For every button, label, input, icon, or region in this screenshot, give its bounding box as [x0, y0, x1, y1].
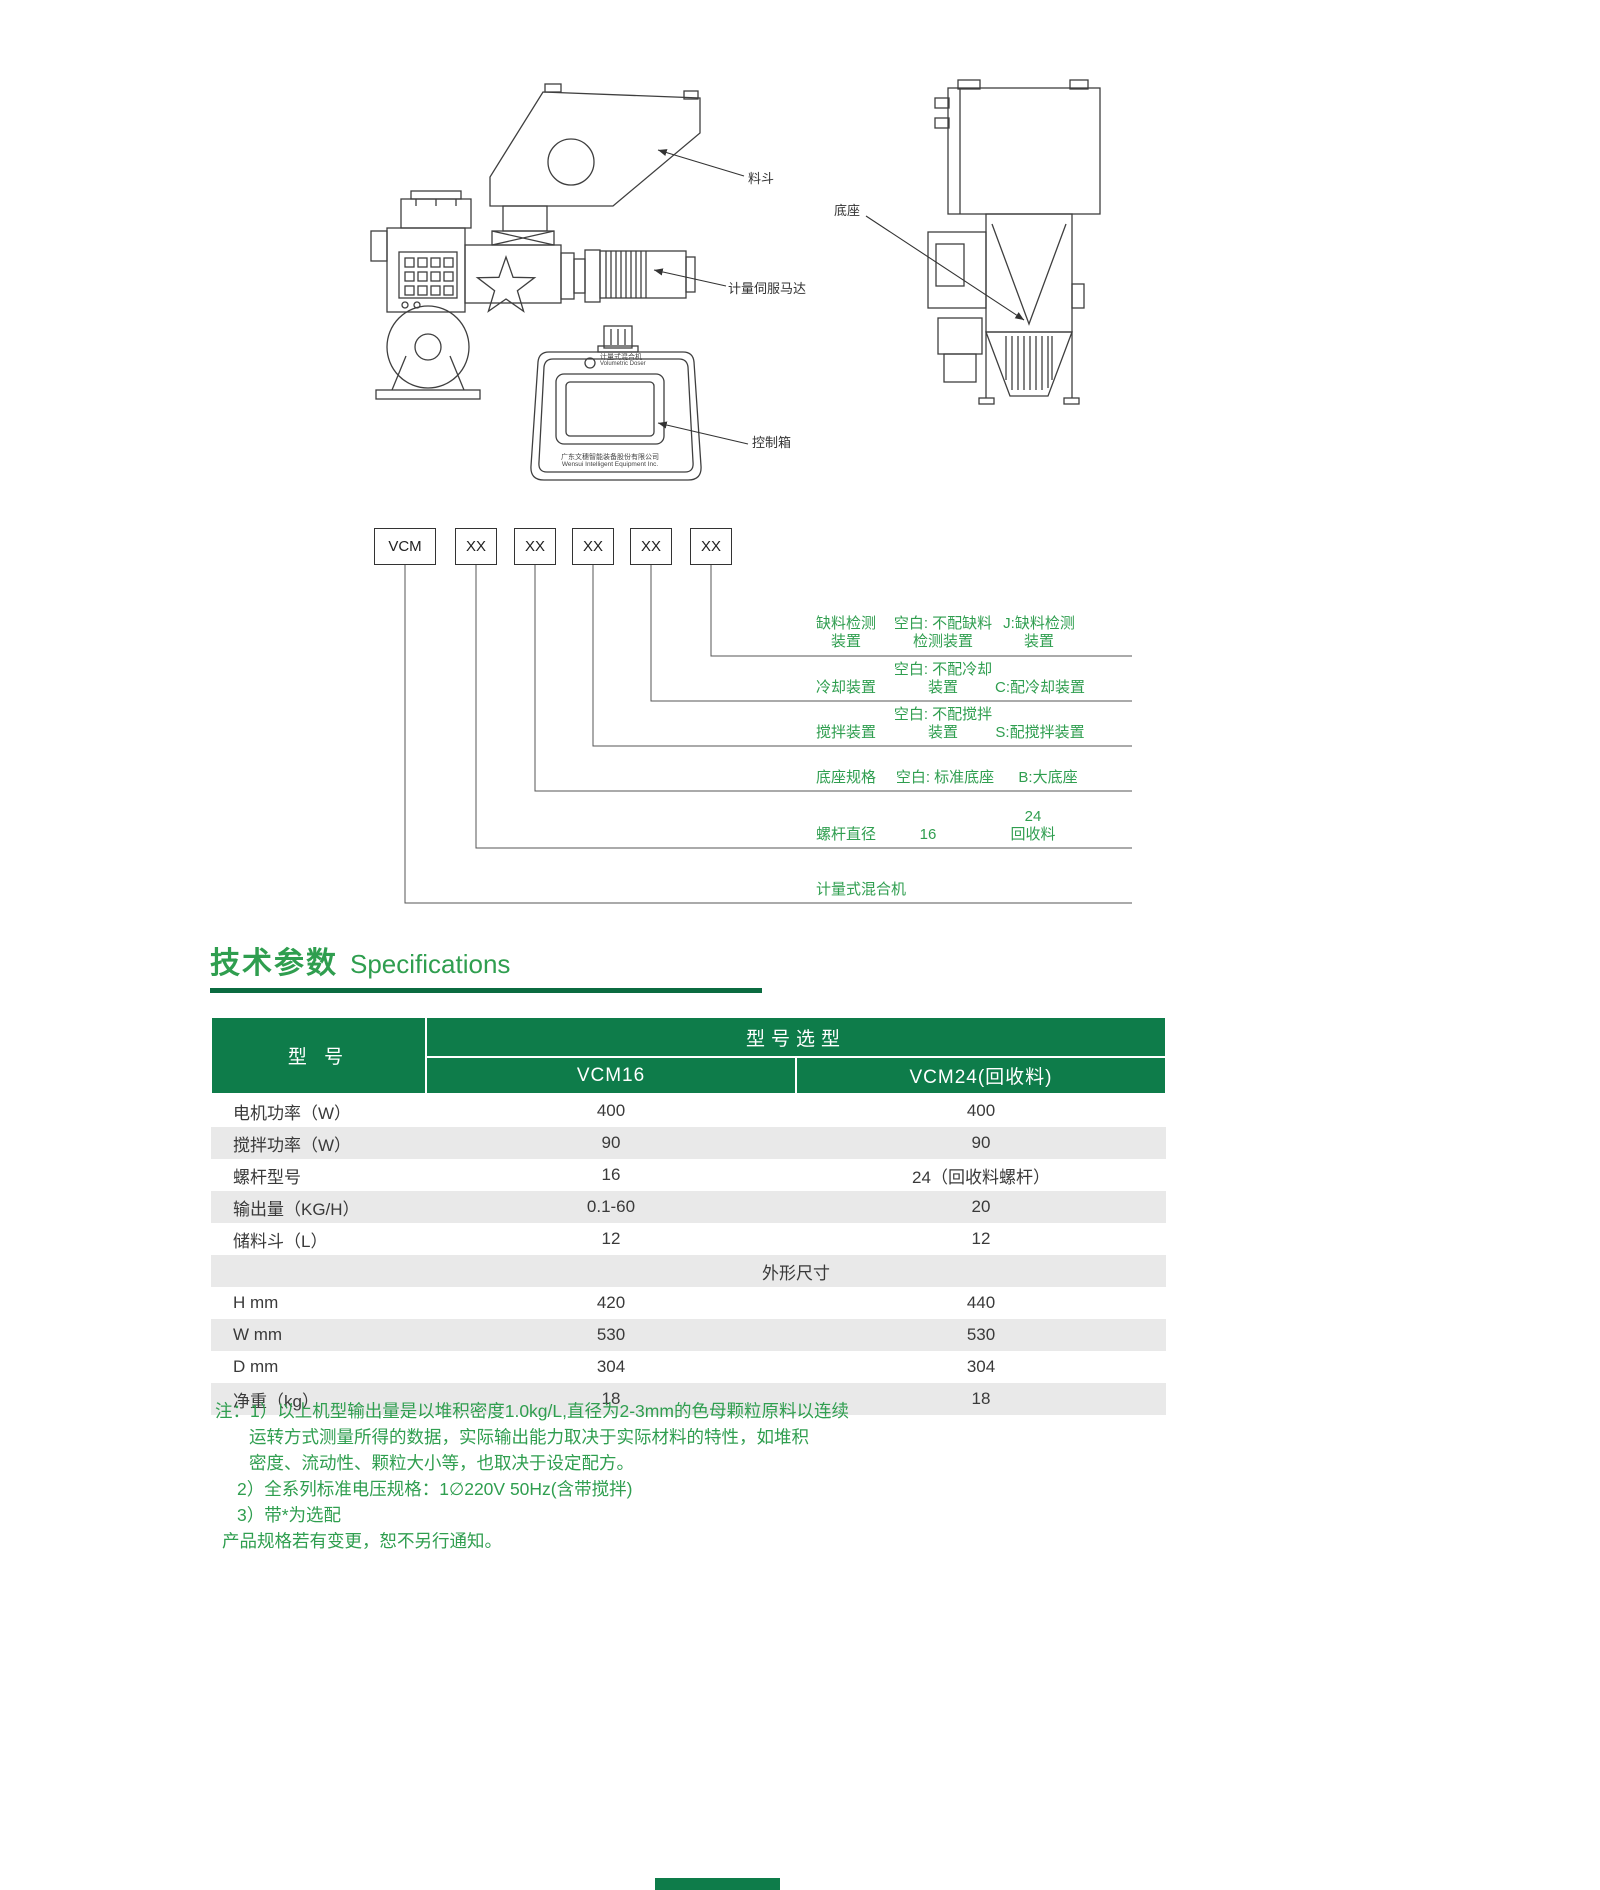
- mc-row4-opt2: B:大底座: [1018, 769, 1078, 786]
- mc-row5-label: 螺杆直径: [815, 826, 876, 843]
- table-row: D mm 304 304: [211, 1351, 1167, 1383]
- mc-row1-opt1: 空白: 不配缺料 检测装置: [893, 615, 993, 650]
- table-row: 储料斗（L） 12 12: [211, 1223, 1167, 1255]
- control-box-title-cn: 计量式混合机: [600, 354, 642, 361]
- side-view-drawing: [370, 190, 696, 400]
- table-row: 搅拌功率（W） 90 90: [211, 1127, 1167, 1159]
- note-line: 2）全系列标准电压规格：1∅220V 50Hz(含带搅拌): [237, 1479, 633, 1499]
- hopper-label: 料斗: [748, 171, 775, 186]
- table-row: W mm 530 530: [211, 1319, 1167, 1351]
- mc-row2-label: 冷却装置: [815, 679, 876, 696]
- note-line: 密度、流动性、颗粒大小等，也取决于设定配方。: [249, 1453, 634, 1473]
- hopper-drawing: [489, 83, 701, 232]
- mc-row1-opt2: J:缺料检测 装置: [1003, 615, 1075, 650]
- mc-row5-opt1: 16: [919, 826, 937, 843]
- notes: 注：1）以上机型输出量是以堆积密度1.0kg/L,直径为2-3mm的色母颗粒原料…: [215, 1398, 849, 1554]
- control-box-title-en: Volumetric Doser: [600, 361, 646, 367]
- technical-drawings: [370, 79, 1132, 904]
- col-header-selection: 型号选型: [424, 1016, 1168, 1058]
- mc-row4-opt1: 空白: 标准底座: [895, 769, 995, 786]
- heading-underline: [210, 988, 762, 993]
- front-view-drawing: [927, 79, 1101, 405]
- control-box-label: 控制箱: [752, 435, 792, 450]
- model-code-box-1: XX: [455, 528, 497, 565]
- model-code-box-2: XX: [514, 528, 556, 565]
- model-code-box-3: XX: [572, 528, 614, 565]
- model-code-box-5: XX: [690, 528, 732, 565]
- specs-table: 型 号 型号选型 VCM16 VCM24(回收料) 电机功率（W） 400 40…: [210, 1016, 1168, 1415]
- table-row: 螺杆型号 16 24（回收料螺杆）: [211, 1159, 1167, 1191]
- servo-motor-label: 计量伺服马达: [728, 281, 807, 296]
- control-box-brand-cn: 广东文穗智能装备股份有限公司: [561, 454, 659, 461]
- control-box-brand-en: Wensui Intelligent Equipment Inc.: [561, 461, 659, 468]
- col-header-vcm16: VCM16: [425, 1056, 797, 1095]
- model-code-box-vcm: VCM: [374, 528, 436, 565]
- mc-row4-label: 底座规格: [815, 769, 876, 786]
- mc-row3-opt2: S:配搅拌装置: [995, 724, 1085, 741]
- table-row: 输出量（KG/H） 0.1-60 20: [211, 1191, 1167, 1223]
- table-row: 净重（kg） 18 18: [211, 1383, 1167, 1415]
- heading-cn: 技术参数: [210, 947, 338, 980]
- mc-row6-label: 计量式混合机: [815, 881, 906, 898]
- mc-row2-opt1: 空白: 不配冷却 装置: [893, 661, 993, 696]
- mc-row3-label: 搅拌装置: [815, 724, 876, 741]
- note-line: 3）带*为选配: [237, 1505, 342, 1525]
- heading-en: Specifications: [350, 949, 511, 979]
- base-label: 底座: [834, 203, 861, 218]
- table-row: H mm 420 440: [211, 1287, 1167, 1319]
- col-header-model: 型 号: [210, 1016, 427, 1095]
- mc-row2-opt2: C:配冷却装置: [994, 679, 1085, 696]
- note-line: 运转方式测量所得的数据，实际输出能力取决于实际材料的特性，如堆积: [249, 1427, 809, 1447]
- footer-accent-bar: [655, 1878, 780, 1890]
- dimensions-header-row: 外形尺寸: [211, 1255, 1167, 1287]
- mc-row3-opt1: 空白: 不配搅拌 装置: [893, 706, 993, 741]
- mc-row5-opt2: 24 回收料: [1010, 808, 1056, 843]
- model-code-box-4: XX: [630, 528, 672, 565]
- table-row: 电机功率（W） 400 400: [211, 1094, 1167, 1127]
- note-line: 产品规格若有变更，恕不另行通知。: [222, 1531, 502, 1551]
- specifications-heading: 技术参数 Specifications: [210, 938, 510, 982]
- leader-lines: [653, 149, 1025, 445]
- note-line: 注：1）以上机型输出量是以堆积密度1.0kg/L,直径为2-3mm的色母颗粒原料…: [215, 1401, 849, 1421]
- mc-row1-label: 缺料检测 装置: [815, 615, 876, 650]
- control-box-drawing: [530, 325, 702, 481]
- col-header-vcm24: VCM24(回收料): [794, 1056, 1168, 1095]
- model-code-lines: [404, 565, 1132, 904]
